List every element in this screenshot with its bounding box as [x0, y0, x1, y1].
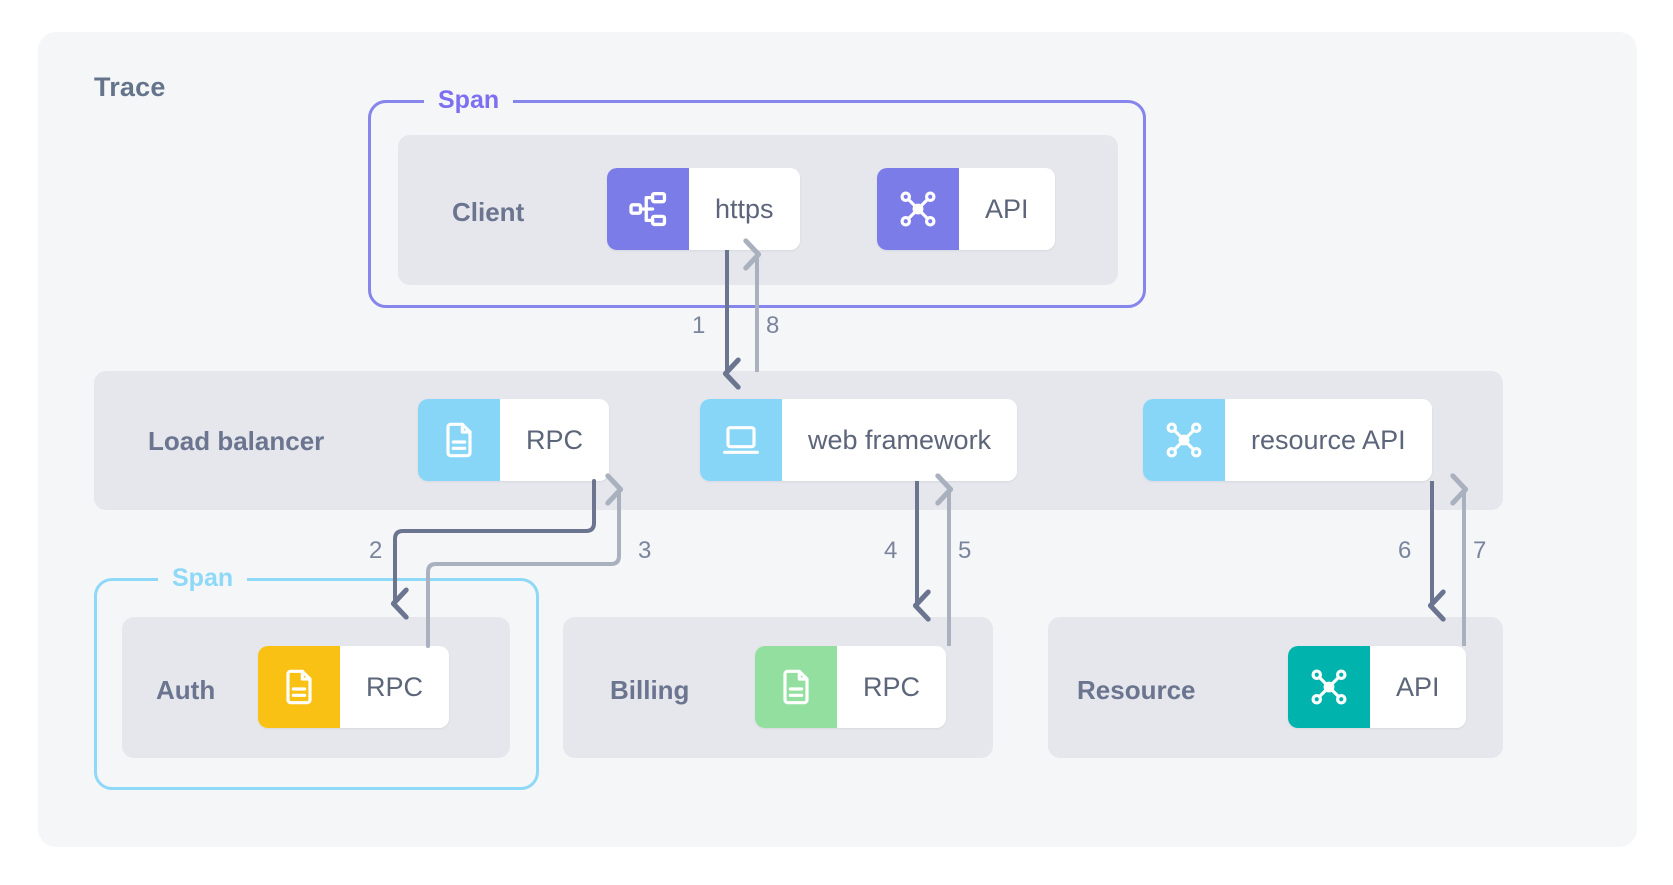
chip-label: RPC [340, 646, 450, 728]
document-icon [418, 399, 500, 481]
laptop-icon [700, 399, 782, 481]
row-label-billing: Billing [610, 675, 690, 705]
chip-label: RPC [500, 399, 610, 481]
chip-label: https [689, 168, 800, 250]
row-label-resource: Resource [1077, 675, 1196, 705]
arrow-number-8: 8 [766, 312, 780, 339]
arrow-number-2: 2 [369, 537, 383, 564]
span-label-client: Span [424, 88, 514, 113]
chip-resource-api[interactable]: API [1288, 646, 1466, 728]
row-label-auth: Auth [156, 675, 216, 705]
arrow-number-7: 7 [1473, 537, 1487, 564]
chip-lb-resource-api[interactable]: resource API [1143, 399, 1432, 481]
chip-label: API [1370, 646, 1466, 728]
chip-lb-rpc[interactable]: RPC [418, 399, 610, 481]
chip-client-api[interactable]: API [877, 168, 1055, 250]
row-label-client: Client [452, 197, 525, 227]
chip-auth-rpc[interactable]: RPC [258, 646, 450, 728]
span-frame-auth [94, 578, 539, 790]
row-label-load-balancer: Load balancer [148, 426, 325, 456]
arrow-number-4: 4 [884, 537, 898, 564]
network-hub-icon [1288, 646, 1370, 728]
document-icon [258, 646, 340, 728]
chip-label: API [959, 168, 1055, 250]
document-icon [755, 646, 837, 728]
network-hub-icon [877, 168, 959, 250]
arrow-number-3: 3 [638, 537, 652, 564]
arrow-number-5: 5 [958, 537, 972, 564]
trace-title: Trace [94, 72, 166, 102]
chip-lb-web-framework[interactable]: web framework [700, 399, 1018, 481]
arrow-number-6: 6 [1398, 537, 1412, 564]
chip-billing-rpc[interactable]: RPC [755, 646, 947, 728]
arrow-number-1: 1 [692, 312, 706, 339]
chip-label: resource API [1225, 399, 1432, 481]
network-hub-icon [1143, 399, 1225, 481]
span-label-auth: Span [158, 566, 248, 591]
chip-label: RPC [837, 646, 947, 728]
sitemap-icon [607, 168, 689, 250]
chip-label: web framework [782, 399, 1018, 481]
chip-client-https[interactable]: https [607, 168, 800, 250]
